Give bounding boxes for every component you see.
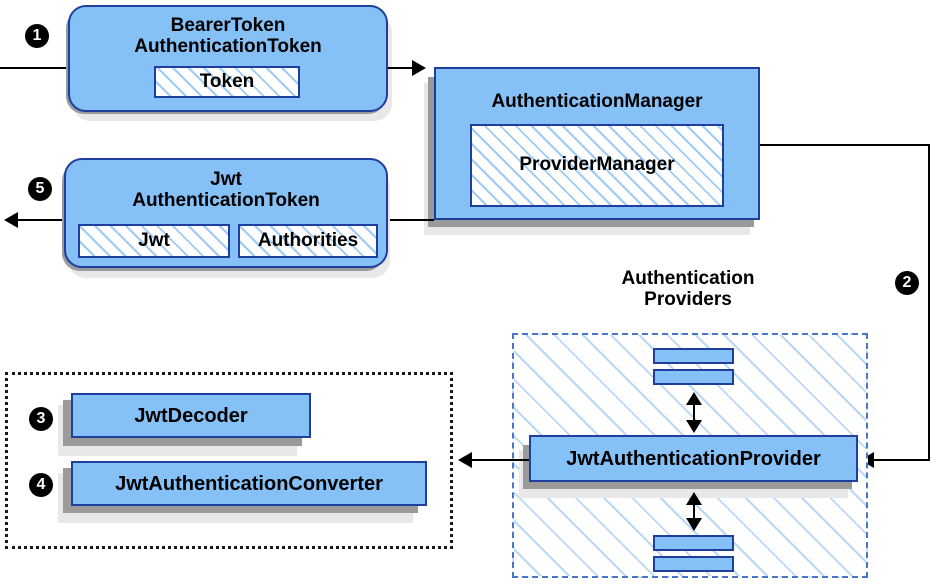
step-marker-4-label: 4 xyxy=(36,476,46,493)
step-marker-3: 3 xyxy=(29,407,53,431)
step-marker-4: 4 xyxy=(29,473,53,497)
flow-line-2-top xyxy=(760,144,930,146)
node-authentication-manager[interactable]: AuthenticationManager ProviderManager xyxy=(434,67,760,220)
provider-link-arrow-down-top xyxy=(686,420,702,433)
flow-line-1-to-manager xyxy=(388,67,418,69)
step-marker-3-label: 3 xyxy=(36,410,46,427)
authentication-manager-title-text: AuthenticationManager xyxy=(491,91,703,112)
provider-stack-bar-top-1 xyxy=(653,348,734,364)
bearer-token-title-line1: BearerToken xyxy=(170,15,286,36)
node-provider-manager[interactable]: ProviderManager xyxy=(470,124,724,207)
jwt-support-components-container xyxy=(5,372,453,549)
jwt-authentication-converter-label: JwtAuthenticationConverter xyxy=(115,472,383,495)
flow-line-manager-to-jwt-token xyxy=(388,219,434,221)
authorities-field-label: Authorities xyxy=(257,229,359,251)
jwt-authentication-provider-label: JwtAuthenticationProvider xyxy=(566,447,821,470)
flow-arrow-1-to-manager xyxy=(412,60,426,76)
authentication-providers-label-line2: Providers xyxy=(644,289,732,311)
flow-line-2-bottom xyxy=(874,459,930,461)
jwt-token-title-line2: AuthenticationToken xyxy=(132,190,320,212)
flow-line-response-out xyxy=(18,219,68,221)
step-marker-2-label: 2 xyxy=(902,274,912,291)
flow-arrow-provider-to-support xyxy=(458,452,472,468)
step-marker-1: 1 xyxy=(25,24,49,48)
provider-link-line-bottom xyxy=(693,498,695,520)
jwt-decoder-label: JwtDecoder xyxy=(134,404,248,427)
node-jwt-decoder[interactable]: JwtDecoder xyxy=(71,393,311,438)
token-field-label: Token xyxy=(199,70,255,92)
jwt-field-label: Jwt xyxy=(138,229,170,251)
provider-link-line-top xyxy=(693,398,695,422)
authentication-providers-label-line1: Authentication xyxy=(621,268,755,289)
flow-arrow-response-out xyxy=(4,212,18,228)
provider-stack-bar-bottom-1 xyxy=(653,535,734,551)
node-token-field[interactable]: Token xyxy=(154,66,300,98)
step-marker-1-label: 1 xyxy=(32,27,42,44)
step-marker-5-label: 5 xyxy=(35,180,45,197)
jwt-token-title-line1: Jwt xyxy=(210,169,242,190)
node-authorities-field[interactable]: Authorities xyxy=(238,224,378,258)
provider-stack-bar-bottom-2 xyxy=(653,556,734,572)
authentication-providers-label: Authentication Providers xyxy=(598,268,778,311)
node-bearer-token-authentication-token[interactable]: BearerToken AuthenticationToken Token xyxy=(68,5,388,112)
flow-line-request-in xyxy=(0,67,70,69)
provider-stack-bar-top-2 xyxy=(653,369,734,385)
bearer-token-title: BearerToken AuthenticationToken xyxy=(70,15,386,58)
provider-manager-label: ProviderManager xyxy=(519,154,675,176)
flow-line-provider-to-support xyxy=(472,459,529,461)
flow-line-2-right xyxy=(928,144,930,460)
node-jwt-authentication-converter[interactable]: JwtAuthenticationConverter xyxy=(71,461,427,506)
jwt-token-title: Jwt AuthenticationToken xyxy=(66,169,386,212)
bearer-token-title-line2: AuthenticationToken xyxy=(134,36,322,58)
provider-link-arrow-down-bottom xyxy=(686,518,702,531)
node-jwt-field[interactable]: Jwt xyxy=(78,224,230,258)
node-jwt-authentication-token[interactable]: Jwt AuthenticationToken Jwt Authorities xyxy=(64,158,388,268)
authentication-manager-title: AuthenticationManager xyxy=(436,91,758,112)
node-jwt-authentication-provider[interactable]: JwtAuthenticationProvider xyxy=(529,435,858,482)
step-marker-5: 5 xyxy=(28,177,52,201)
step-marker-2: 2 xyxy=(895,271,919,295)
